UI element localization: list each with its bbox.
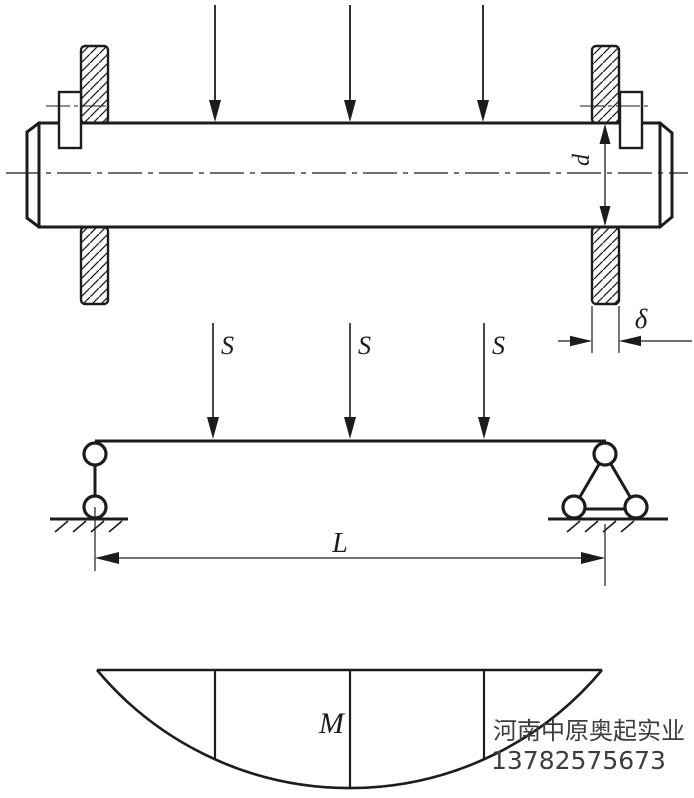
dim-L-arrow-right [581, 552, 605, 564]
dimension-d: d [569, 124, 611, 226]
dim-L-arrow-left [95, 552, 119, 564]
load-s-label-2: S [358, 331, 371, 360]
moment-label: M [318, 707, 346, 740]
bearing-right [618, 90, 644, 150]
dimension-L: L [94, 507, 606, 586]
load-arrow-1 [209, 5, 221, 122]
beam-load-arrow-3 [478, 323, 490, 439]
drum-disc-upper-right [590, 44, 621, 125]
dim-d-arrow-down [599, 206, 611, 226]
ground-hatch-right [566, 520, 635, 533]
drum-disc-lower-left [79, 225, 110, 306]
ground-hatch-left [54, 520, 123, 533]
shaft-outline [25, 121, 674, 229]
dim-delta-arrow-left [570, 335, 592, 347]
dimension-delta: δ [558, 304, 692, 353]
dim-delta-label: δ [635, 304, 648, 334]
beam-load-arrow-2 [344, 323, 356, 439]
roller-support-right [548, 441, 668, 533]
load-s-label-3: S [492, 331, 505, 360]
beam-model-section: S S S [50, 323, 668, 586]
dim-delta-arrow-right [619, 335, 641, 347]
bearing-left [57, 90, 83, 150]
load-arrow-3 [477, 5, 489, 122]
pin-support-left [50, 441, 128, 533]
dim-d-label: d [569, 153, 595, 166]
dim-d-arrow-up [599, 124, 611, 144]
load-s-label-1: S [221, 331, 234, 360]
watermark: 河南中原奥起实业 13782575673 [491, 717, 685, 775]
drum-disc-upper-left [79, 44, 110, 125]
load-arrows-top [209, 5, 489, 122]
beam-load-arrow-1 [207, 323, 219, 439]
watermark-company: 河南中原奥起实业 [493, 717, 685, 745]
moment-diagram: M [96, 668, 603, 790]
dim-L-label: L [331, 528, 348, 559]
watermark-phone: 13782575673 [491, 746, 666, 775]
load-arrow-2 [344, 5, 356, 122]
beam-load-arrows [207, 323, 490, 439]
moment-curve [96, 669, 603, 790]
shaft-section: d δ [6, 5, 692, 353]
drum-disc-lower-right [590, 225, 621, 306]
